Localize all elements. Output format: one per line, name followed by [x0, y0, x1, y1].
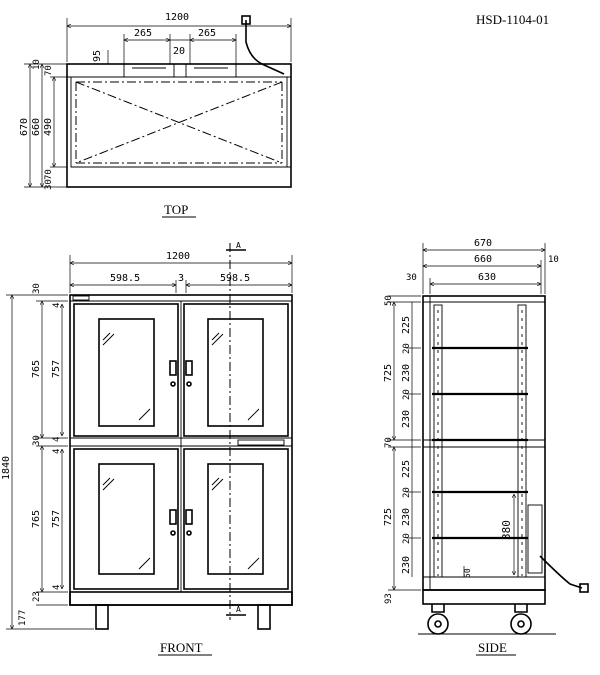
front-view: A A 1200 598.5 3 598.5 1840 30 765 757 4… [1, 241, 293, 656]
side-u3: 230 [401, 364, 412, 382]
front-lower-b: 4 [52, 585, 62, 590]
side-l2: 20 [402, 487, 412, 498]
top-depth-inner: 490 [43, 118, 54, 136]
section-marker-top: A [236, 241, 241, 250]
front-width: 1200 [166, 251, 190, 262]
front-upper-a: 4 [52, 303, 62, 308]
front-lower-a: 4 [52, 449, 62, 454]
front-base: 23 [32, 591, 42, 602]
side-depth-body: 660 [474, 254, 492, 265]
front-upper: 765 [31, 360, 42, 378]
side-view: 380 50 670 660 630 30 10 50 725 225 20 2… [383, 238, 589, 656]
side-clearance: 380 [500, 520, 513, 540]
side-u2: 20 [402, 343, 412, 354]
front-view-label: FRONT [160, 640, 203, 655]
document-id: HSD-1104-01 [476, 12, 549, 27]
side-u1: 225 [401, 316, 412, 334]
top-gap: 20 [173, 46, 185, 57]
side-depth-inner: 630 [478, 272, 496, 283]
side-l4: 20 [402, 533, 412, 544]
side-view-label: SIDE [478, 640, 507, 655]
side-upper: 725 [383, 364, 394, 382]
top-d-c: 30 [44, 179, 54, 190]
side-depth-total: 670 [474, 238, 492, 249]
side-base: 93 [384, 593, 394, 604]
front-total-height: 1840 [1, 456, 12, 480]
side-l5: 230 [401, 556, 412, 574]
front-half-right: 598.5 [220, 273, 250, 284]
top-view-label: TOP [164, 202, 188, 217]
side-power-cord [539, 555, 583, 589]
front-upper-inner: 757 [51, 360, 62, 378]
top-depth-total: 670 [19, 118, 30, 136]
side-u5: 230 [401, 410, 412, 428]
section-marker-bottom: A [236, 605, 241, 614]
power-cord [245, 20, 285, 75]
front-caster: 177 [18, 610, 28, 626]
side-lower: 725 [383, 508, 394, 526]
top-slot-b: 265 [198, 28, 216, 39]
front-lower-inner: 757 [51, 510, 62, 528]
front-mid: 30 [32, 435, 42, 446]
top-slot-a: 265 [134, 28, 152, 39]
side-small: 50 [463, 568, 472, 578]
side-right-offset: 10 [548, 255, 559, 265]
side-v-top: 50 [384, 295, 394, 306]
side-left-offset: 30 [406, 273, 417, 283]
side-u4: 20 [402, 389, 412, 400]
top-offset: 95 [92, 50, 103, 62]
top-view: 1200 265 20 265 95 670 660 490 10 70 70 … [19, 12, 292, 218]
top-d-b: 70 [44, 169, 54, 180]
front-top-offset: 30 [32, 283, 42, 294]
front-half-left: 598.5 [110, 273, 140, 284]
front-upper-b: 4 [52, 437, 62, 442]
top-width: 1200 [165, 12, 189, 23]
side-l1: 225 [401, 460, 412, 478]
top-d-top: 10 [32, 59, 42, 70]
front-center: 3 [178, 273, 184, 284]
front-lower: 765 [31, 510, 42, 528]
top-d-a: 70 [44, 65, 54, 76]
side-mid: 70 [384, 437, 394, 448]
top-depth-body: 660 [31, 118, 42, 136]
side-l3: 230 [401, 508, 412, 526]
